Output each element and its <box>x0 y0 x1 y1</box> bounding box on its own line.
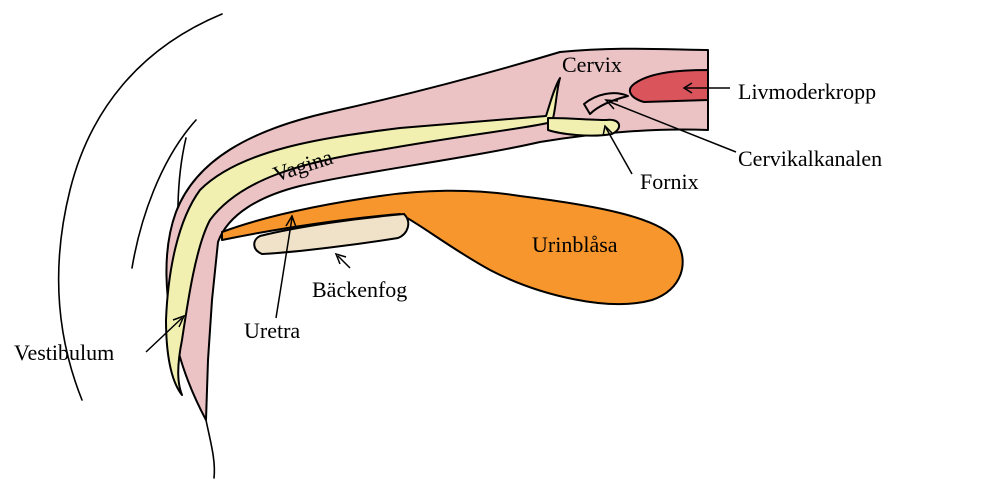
arrow-uretra <box>275 217 293 319</box>
uterine-body <box>628 69 709 103</box>
label-livmoderkropp: Livmoderkropp <box>738 79 876 104</box>
pubic-bone <box>253 213 410 255</box>
label-urinblasa: Urinblåsa <box>532 232 618 257</box>
arrow-cervikalkanalen <box>609 101 737 153</box>
arrow-fornix <box>605 127 633 175</box>
label-cervix: Cervix <box>562 52 622 77</box>
pointer-lines <box>145 82 737 353</box>
label-vestibulum: Vestibulum <box>14 340 114 365</box>
label-fornix: Fornix <box>640 169 699 194</box>
fornix-pocket <box>547 117 621 137</box>
vagina-lumen <box>165 77 561 396</box>
vestibulum-contour <box>205 419 216 479</box>
label-cervikalkanalen: Cervikalkanalen <box>738 146 882 171</box>
label-uretra: Uretra <box>244 318 300 343</box>
arrow-backenfog <box>337 255 351 269</box>
body-contour-inner <box>131 119 197 269</box>
cervical-canal <box>583 92 629 115</box>
body-contour-outer <box>57 13 223 401</box>
label-backenfog: Bäckenfog <box>312 277 407 302</box>
arrow-vestibulum <box>145 317 183 353</box>
